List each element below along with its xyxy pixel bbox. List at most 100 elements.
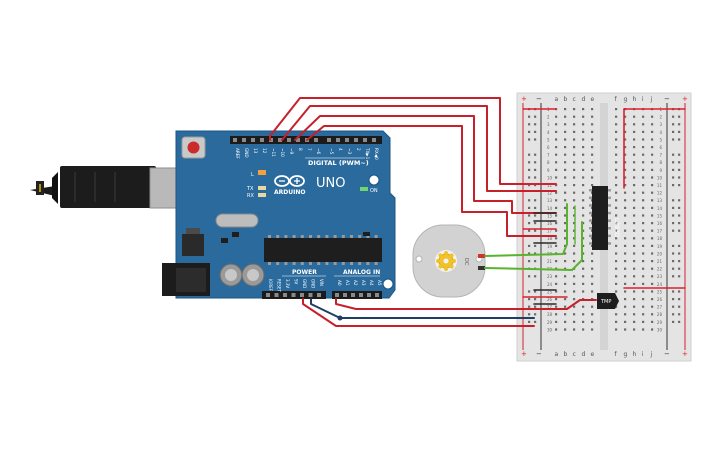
gear-tooth [449, 264, 454, 269]
breadboard-hole [633, 123, 636, 126]
chip-leg [589, 219, 592, 222]
breadboard-row-label: 21 [657, 259, 663, 264]
breadboard-hole [573, 123, 576, 126]
rail-hole [528, 115, 531, 118]
breadboard-hole [591, 138, 594, 141]
breadboard-hole [555, 115, 558, 118]
breadboard-hole [564, 267, 567, 270]
breadboard-hole [573, 130, 576, 133]
breadboard-column-label: e [591, 351, 595, 358]
breadboard-column-label: b [564, 96, 568, 103]
breadboard-hole [555, 184, 558, 187]
breadboard-hole [615, 237, 618, 240]
breadboard-hole [555, 222, 558, 225]
analog-pin-label: A3 [361, 280, 366, 286]
breadboard-hole [633, 260, 636, 263]
breadboard-column-label: j [650, 351, 653, 358]
breadboard-hole [615, 130, 618, 133]
rail-hole [528, 244, 531, 247]
chip-pin [276, 262, 280, 265]
breadboard-row-label: 17 [547, 229, 553, 234]
breadboard-column-label: i [642, 96, 644, 103]
breadboard-column-label: a [555, 96, 559, 103]
chip-pin [300, 262, 304, 265]
chip-label: L293D [613, 218, 620, 238]
chip-leg [608, 234, 611, 238]
digital-pin-label: ~11 [271, 148, 276, 157]
breadboard-hole [642, 237, 645, 240]
breadboard-hole [633, 267, 636, 270]
rail-hole [528, 290, 531, 293]
motor-screw-hole [415, 255, 423, 263]
breadboard-hole [582, 184, 585, 187]
breadboard-hole [615, 320, 618, 323]
breadboard-hole [615, 138, 618, 141]
rail-hole [534, 229, 537, 232]
breadboard-hole [591, 115, 594, 118]
breadboard-hole [642, 153, 645, 156]
rail-hole [534, 130, 537, 133]
breadboard-hole [582, 199, 585, 202]
breadboard-hole [624, 146, 627, 149]
breadboard-row-label: 19 [547, 244, 553, 249]
motor-terminal [478, 254, 485, 258]
breadboard-hole [582, 252, 585, 255]
breadboard-row-label: 24 [657, 282, 663, 287]
header-pin [314, 138, 318, 142]
breadboard-hole [573, 260, 576, 263]
breadboard-column-label: c [573, 351, 576, 358]
chip-pin [358, 262, 362, 265]
breadboard-row-label: 10 [657, 175, 663, 180]
breadboard-hole [651, 191, 654, 194]
breadboard-hole [615, 214, 618, 217]
breadboard-hole [615, 252, 618, 255]
chip-pin [350, 262, 353, 265]
rail-hole [528, 320, 531, 323]
breadboard-hole [651, 168, 654, 171]
breadboard-hole [564, 229, 567, 232]
breadboard-hole [633, 229, 636, 232]
breadboard-holes [528, 108, 681, 331]
rail-hole [678, 222, 681, 225]
breadboard-column-label: e [591, 96, 595, 103]
breadboard-hole [573, 153, 576, 156]
breadboard-hole [615, 176, 618, 179]
power-pin-label: GND [311, 279, 316, 288]
wire-pin11 [269, 97, 557, 185]
rail-hole [678, 153, 681, 156]
rail-hole [678, 229, 681, 232]
smd-component [363, 232, 370, 236]
rail-hole [528, 184, 531, 187]
l293d-chip: L293D [589, 186, 620, 250]
rail-hole [678, 130, 681, 133]
header-pin [308, 293, 313, 297]
breadboard-hole [564, 305, 567, 308]
breadboard-hole [624, 168, 627, 171]
breadboard-hole [651, 222, 654, 225]
rail-hole [534, 138, 537, 141]
power-jack-face [176, 268, 206, 292]
breadboard-hole [591, 146, 594, 149]
rail-hole [534, 199, 537, 202]
breadboard-hole [573, 206, 576, 209]
tx-label: TX [246, 186, 254, 192]
breadboard-hole [555, 313, 558, 316]
breadboard-hole [633, 313, 636, 316]
breadboard-hole [555, 320, 558, 323]
breadboard-hole [624, 184, 627, 187]
breadboard-hole [651, 161, 654, 164]
breadboard-row-label: 9 [659, 168, 662, 173]
breadboard-hole [564, 298, 567, 301]
rail-hole [528, 260, 531, 263]
wire-pin9 [294, 115, 557, 214]
breadboard-hole [564, 313, 567, 316]
chip-pin [374, 235, 378, 238]
breadboard-hole [642, 138, 645, 141]
breadboard-column-label: d [582, 351, 586, 358]
header-pin [274, 293, 279, 297]
reset-button-cap[interactable] [187, 141, 200, 154]
breadboard-hole [591, 176, 594, 179]
wires [269, 97, 686, 327]
usb-plug-back [52, 172, 58, 204]
breadboard-hole [582, 168, 585, 171]
